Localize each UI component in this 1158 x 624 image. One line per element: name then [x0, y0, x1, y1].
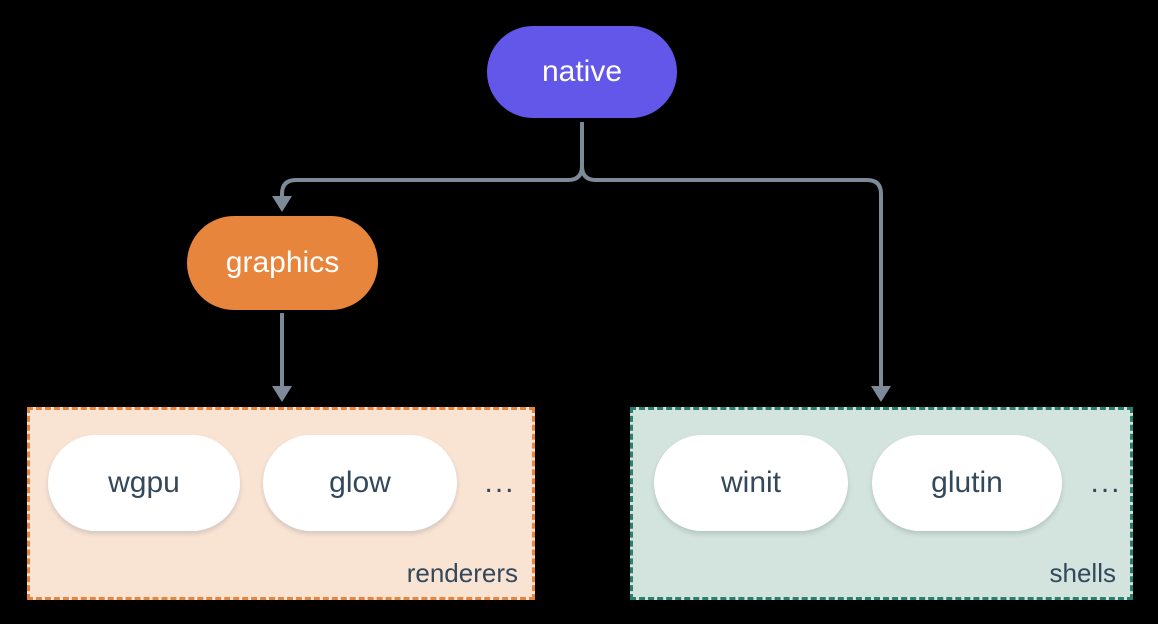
group-label-renderers: renderers	[406, 558, 518, 588]
edge-native-to-shells	[580, 122, 883, 387]
ellipsis-renderers: ...	[484, 466, 516, 499]
group-label-shells: shells	[1049, 558, 1116, 588]
node-native: native	[487, 26, 677, 118]
node-graphics: graphics	[187, 216, 378, 310]
node-glow: glow	[263, 435, 457, 531]
node-winit: winit	[654, 435, 848, 531]
group-renderers: wgpu glow ... renderers	[27, 407, 535, 600]
arrowhead-down-icon	[871, 386, 891, 402]
edge-native-to-graphics	[280, 122, 584, 198]
arrowhead-down-icon	[272, 196, 292, 212]
arrowhead-down-icon	[272, 386, 292, 402]
ellipsis-shells: ...	[1090, 466, 1122, 499]
group-shells: winit glutin ... shells	[630, 407, 1133, 600]
node-glutin: glutin	[872, 435, 1062, 531]
node-wgpu: wgpu	[48, 435, 240, 531]
